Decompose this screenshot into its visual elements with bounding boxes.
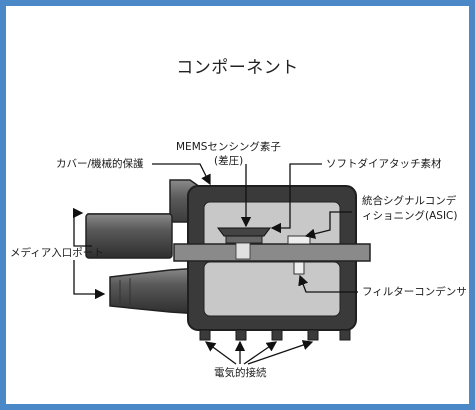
upper-inlet-port (85, 179, 211, 259)
upper-cavity (203, 201, 341, 251)
asic-chip (287, 235, 311, 245)
filter-cap-label: フィルターコンデンサ (362, 286, 467, 298)
media-port-leader-bottom (73, 260, 106, 300)
electrical-leader-3 (243, 341, 278, 365)
media-port-label: メディア入口ポート (10, 247, 104, 259)
cover-leader (152, 163, 211, 186)
asic-sub-label: ィショニング(ASIC) (362, 210, 458, 222)
electrical-pins (199, 329, 351, 341)
electrical-label: 電気的接続 (214, 367, 267, 379)
asic-label: 統合シグナルコンデ (362, 195, 457, 207)
electrical-leader-4 (247, 340, 314, 365)
diagram-title: コンポーネント (176, 58, 299, 78)
electrical-leader-1 (204, 341, 237, 365)
soft-die-leader (270, 163, 322, 234)
mems-die (217, 227, 271, 260)
lower-inlet-port (109, 267, 201, 315)
cover-label: カバー/機械的保護 (56, 158, 144, 170)
media-port-leader-top (72, 207, 92, 247)
filter-capacitor (293, 261, 305, 275)
asic-leader (304, 211, 352, 239)
mems-sub-label: (差圧) (214, 155, 244, 167)
soft-die-label: ソフトダイアタッチ素材 (326, 158, 442, 170)
lower-cavity (203, 261, 341, 317)
filter-leader (298, 274, 358, 293)
substrate-board (173, 243, 371, 262)
mems-label: MEMSセンシング素子 (176, 141, 281, 153)
